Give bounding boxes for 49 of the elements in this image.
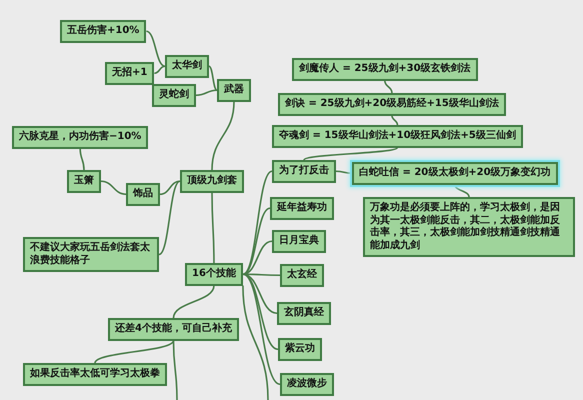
connector-line xyxy=(242,208,270,275)
topic-box: 夺魂剑 = 15级华山剑法+10级狂风剑法+5级三仙剑 xyxy=(272,125,523,148)
topic-box: 武器 xyxy=(217,79,251,102)
connector-line xyxy=(146,30,166,68)
topic-box: 五岳伤害+10% xyxy=(60,20,146,42)
topic-box: 灵蛇剑 xyxy=(152,84,196,106)
connector-line xyxy=(172,285,215,318)
topic-box: 饰品 xyxy=(126,183,160,206)
connector-line xyxy=(211,101,235,170)
connector-line xyxy=(454,184,470,198)
topic-box: 六脉克星，内功伤害−10% xyxy=(12,126,148,148)
connector-line xyxy=(94,340,174,364)
connector-line xyxy=(208,66,218,91)
topic-box: 16个技能 xyxy=(185,263,243,286)
topic-box: 日月宝典 xyxy=(272,230,326,252)
topic-box: 玄阴真经 xyxy=(277,302,331,324)
topic-box: 太玄经 xyxy=(280,264,324,286)
connector-line xyxy=(158,180,180,256)
connector-line xyxy=(160,180,180,196)
connector-line xyxy=(336,170,352,174)
connector-line xyxy=(304,146,398,161)
connector-line xyxy=(172,340,178,400)
connector-line xyxy=(242,274,278,350)
connector-line xyxy=(242,170,272,275)
topic-box: 延年益寿功 xyxy=(270,197,334,220)
connector-line xyxy=(242,285,269,400)
connector-line xyxy=(154,65,166,74)
connector-line xyxy=(79,148,85,170)
topic-box: 还差4个技能，可自己补充 xyxy=(108,318,239,340)
topic-box: 为了打反击 xyxy=(272,160,336,182)
note-box: 万象功是必须要上阵的，学习太极剑，是因为其一太极剑能反击，其二，太极剑能加反击率，其三，太极剑能加剑技精通剑技精通能加成九剑 xyxy=(363,197,575,257)
connector-line xyxy=(242,274,280,385)
topic-box: 凌波微步 xyxy=(280,373,334,396)
note-box: 不建议大家玩五岳剑法套太浪费技能格子 xyxy=(23,237,159,272)
connector-line xyxy=(384,80,393,94)
topic-box: 如果反击率太低可学习太极拳 xyxy=(23,363,167,386)
topic-box: 无招+1 xyxy=(105,62,154,84)
topic-box: 玉箫 xyxy=(67,170,101,192)
connector-line xyxy=(100,180,126,196)
topic-box: 剑诀 = 25级九剑+20级易筋经+15级华山剑法 xyxy=(278,93,506,116)
connector-line xyxy=(196,89,218,96)
connector-line xyxy=(242,240,272,276)
topic-box: 紫云功 xyxy=(278,338,322,360)
connector-line xyxy=(211,192,215,263)
topic-box: 剑魔传人 = 25级九剑+30级玄铁剑法 xyxy=(292,58,478,80)
topic-box: 太华剑 xyxy=(165,55,209,78)
connector-line xyxy=(391,115,398,126)
topic-box: 白蛇吐信 = 20级太极剑+20级万象变幻功 xyxy=(352,162,558,184)
topic-box: 顶级九剑套 xyxy=(180,170,244,192)
